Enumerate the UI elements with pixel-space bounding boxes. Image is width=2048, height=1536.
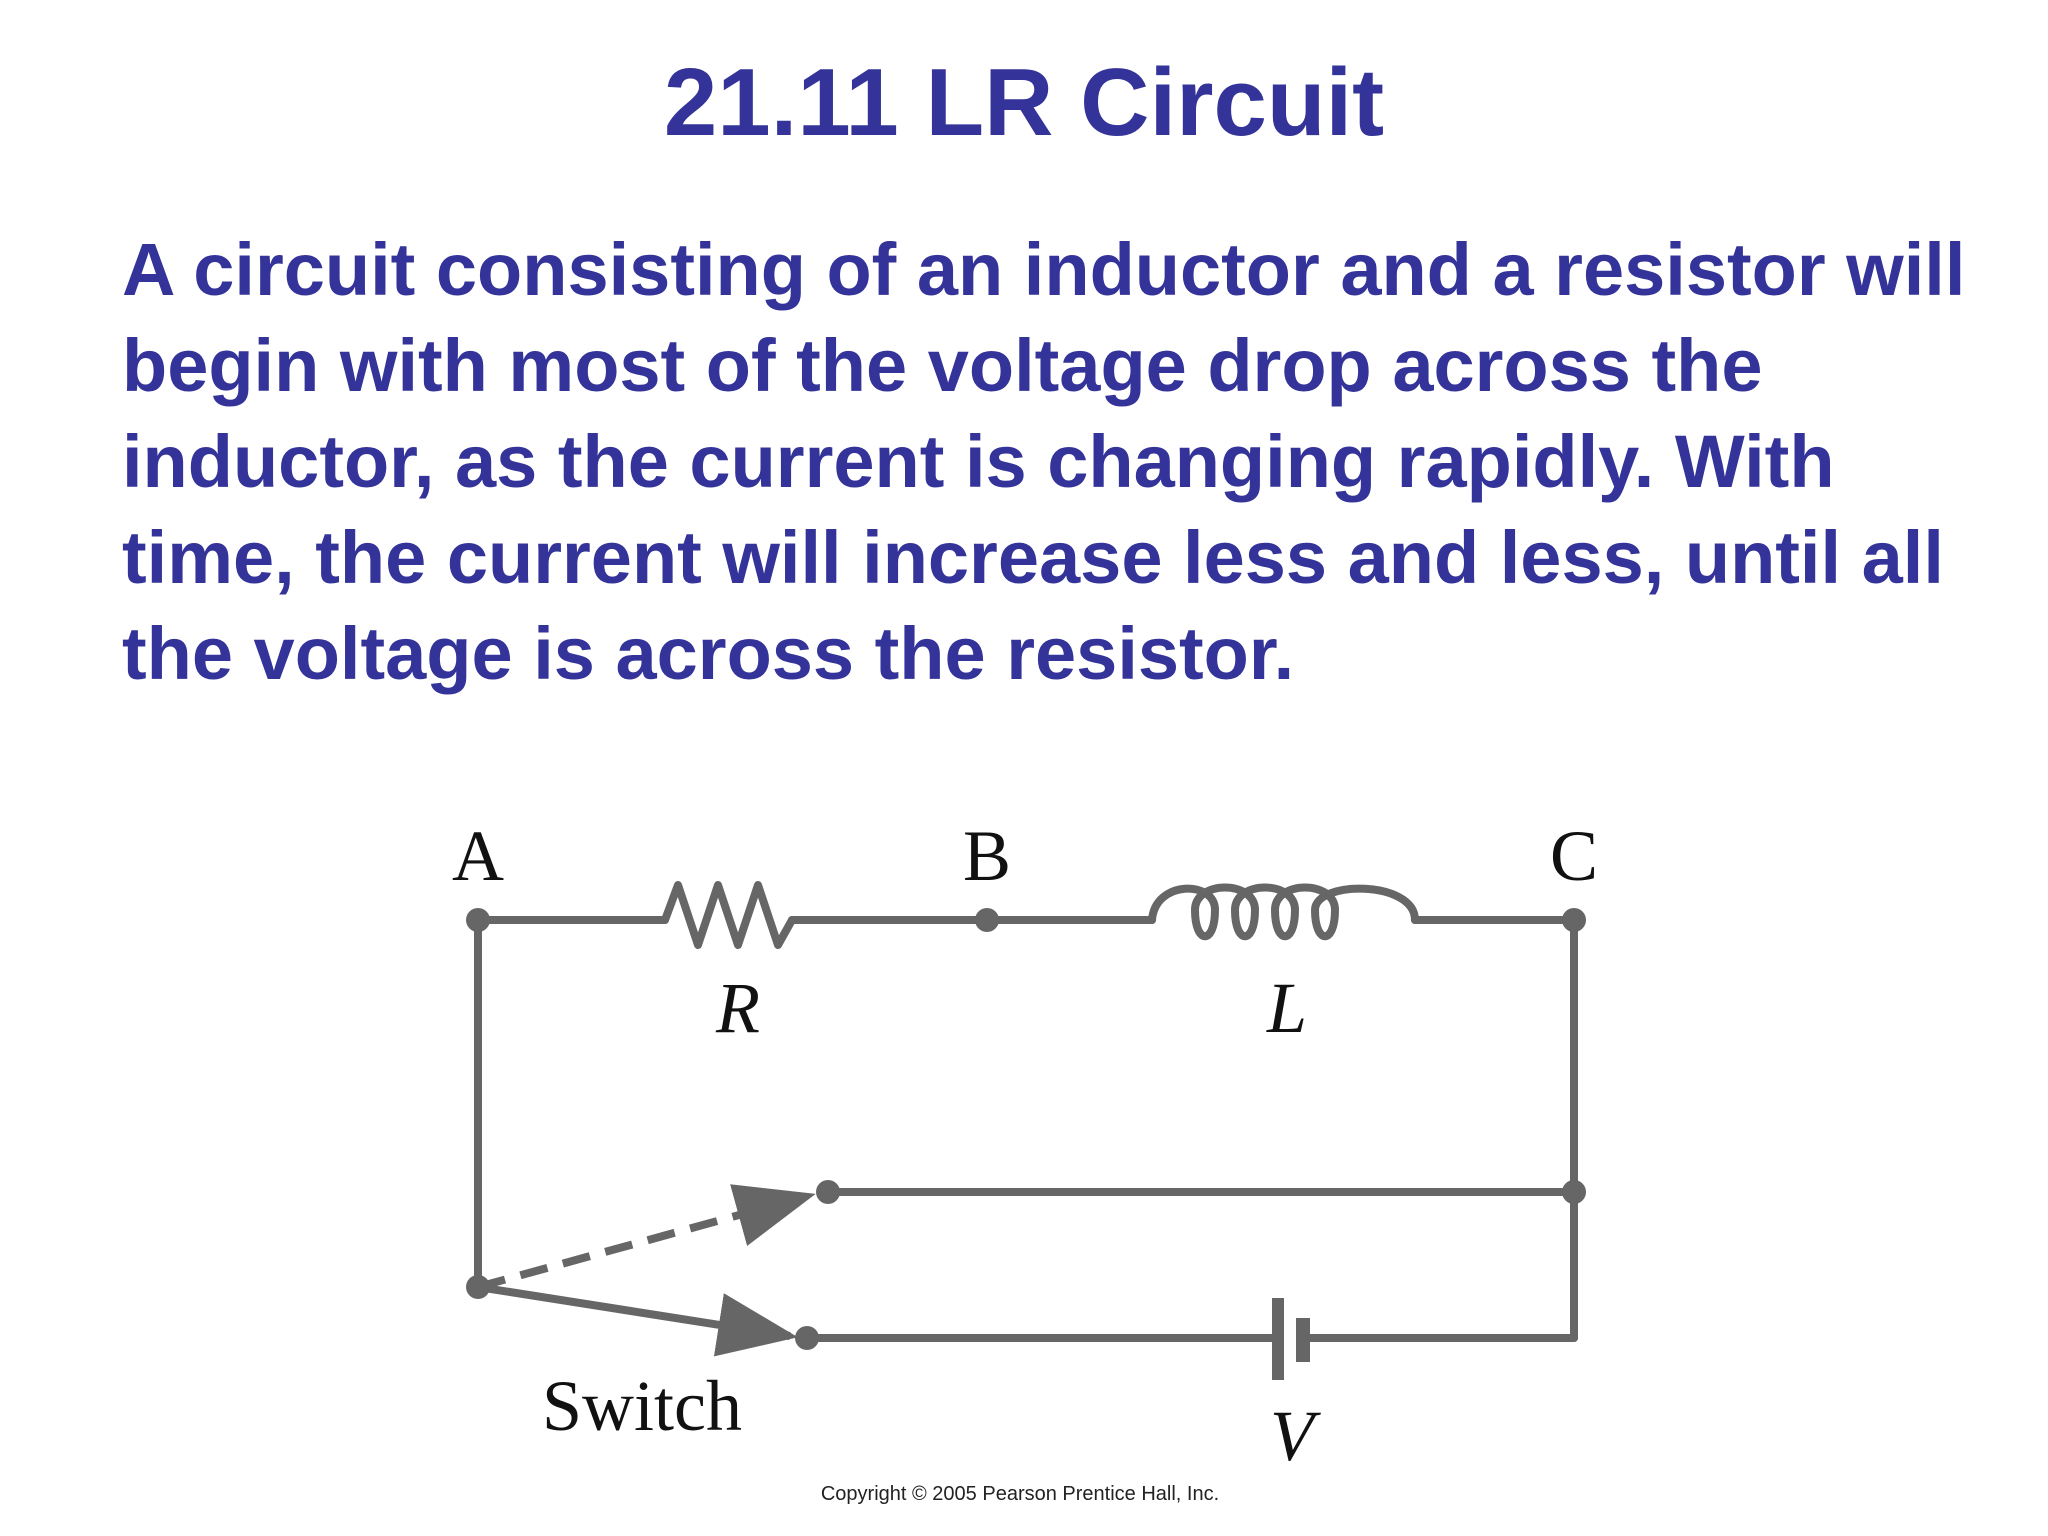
node-c-label: C xyxy=(1550,816,1598,896)
resistor-label: R xyxy=(715,968,760,1048)
node-a-dot xyxy=(466,908,490,932)
switch-label: Switch xyxy=(542,1366,742,1446)
slide-title: 21.11 LR Circuit xyxy=(663,49,1385,156)
resistor xyxy=(661,881,796,949)
node-a-label: A xyxy=(452,816,504,896)
node-b-label: B xyxy=(963,816,1011,896)
node-c-dot xyxy=(1562,908,1586,932)
battery-label: V xyxy=(1270,1396,1321,1476)
right-junction-dot xyxy=(1562,1180,1586,1204)
switch-arm-solid xyxy=(477,1283,798,1357)
lower-contact-dot xyxy=(795,1326,819,1350)
node-b-dot xyxy=(975,908,999,932)
slide-body-text: A circuit consisting of an inductor and … xyxy=(122,228,1966,695)
switch-pivot-dot xyxy=(466,1275,490,1299)
copyright-text: Copyright © 2005 Pearson Prentice Hall, … xyxy=(821,1483,1219,1505)
inductor xyxy=(1148,883,1419,941)
upper-contact-dot xyxy=(816,1180,840,1204)
inductor-label: L xyxy=(1266,968,1307,1048)
switch-arm-dashed xyxy=(476,1184,816,1291)
